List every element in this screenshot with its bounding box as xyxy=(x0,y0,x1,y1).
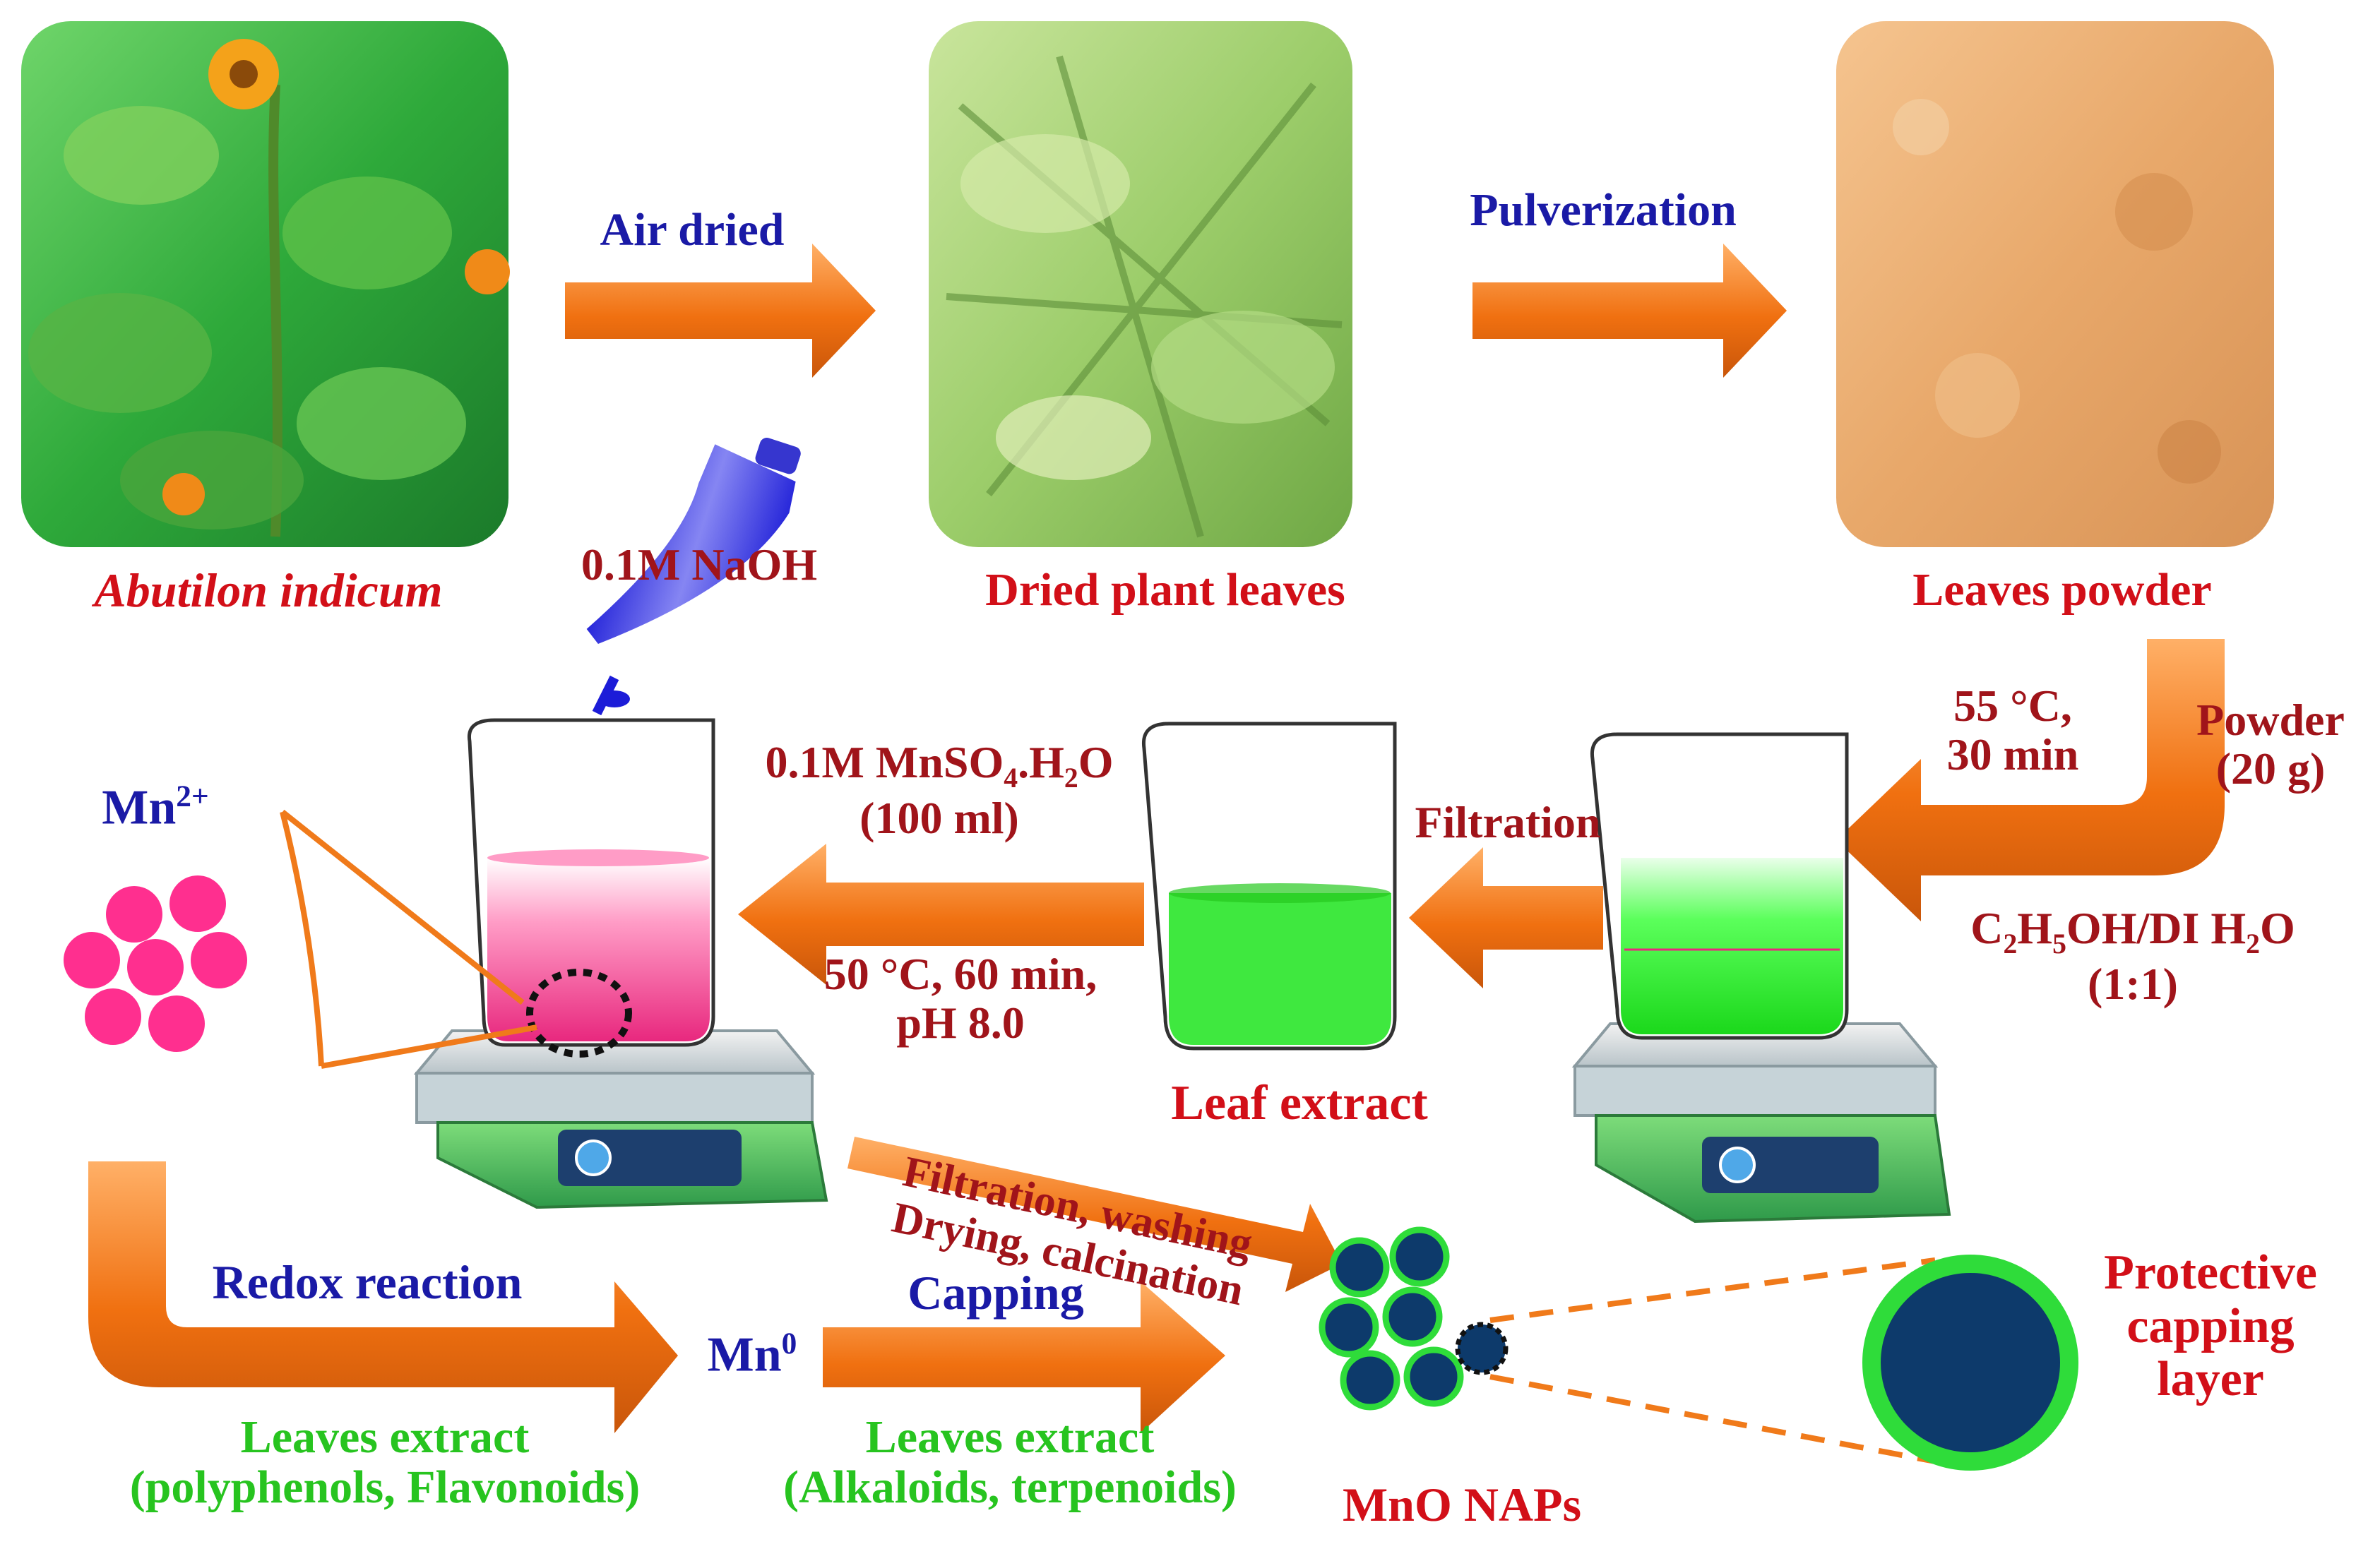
solvent-sub-1: 2 xyxy=(2003,928,2018,959)
solvent-line-1: C2H5OH/DI H2O xyxy=(1970,903,2295,959)
solvent-line-2: (1:1) xyxy=(2088,958,2178,1009)
powder-amount: Powder (20 g) xyxy=(2172,695,2369,793)
extract-1-line-1: Leaves extract xyxy=(240,1411,530,1463)
extract-1-line-2: (polyphenols, Flavonoids) xyxy=(129,1461,641,1514)
arrow-to-reaction xyxy=(738,844,1144,985)
extract-2: Leaves extract (Alkaloids, terpenoids) xyxy=(734,1412,1285,1513)
solvent-o: O xyxy=(2260,903,2295,953)
leaf-extract-beaker xyxy=(1141,722,1397,1051)
arrow-powder-to-beaker xyxy=(1836,639,2225,921)
mn2-charge: 2+ xyxy=(176,779,209,813)
mn0-state: 0 xyxy=(781,1327,797,1360)
redox-label: Redox reaction xyxy=(212,1255,523,1309)
mn0-symbol: Mn xyxy=(707,1327,782,1382)
plant-caption: Abutilon indicum xyxy=(94,563,443,617)
layer-line-3: layer xyxy=(2157,1352,2264,1407)
conditions-line-2: pH 8.0 xyxy=(896,998,1025,1048)
pulverization-label: Pulverization xyxy=(1470,184,1737,236)
reaction-conditions: 50 °C, 60 min, pH 8.0 xyxy=(770,950,1151,1047)
mnso4-label: 0.1M MnSO4.H2O (100 ml) xyxy=(727,738,1151,842)
mn2-symbol: Mn xyxy=(102,780,177,835)
extract-2-line-2: (Alkaloids, terpenoids) xyxy=(783,1461,1237,1514)
zoom-wedge xyxy=(280,809,537,1069)
mn2-label: Mn2+ xyxy=(78,780,233,835)
product-label: MnO NAPs xyxy=(1342,1478,1582,1531)
mnso4-line-1: 0.1M MnSO4.H2O xyxy=(765,737,1114,793)
dried-caption: Dried plant leaves xyxy=(985,564,1345,616)
mno-nap-cluster xyxy=(1319,1226,1464,1411)
air-dried-label: Air dried xyxy=(600,204,785,256)
layer-line-1: Protective xyxy=(2104,1245,2317,1300)
powder-photo xyxy=(1836,21,2274,547)
separating-funnel xyxy=(586,437,801,716)
nap-zoom-lines xyxy=(1489,1257,1936,1464)
dried-leaves-photo xyxy=(929,21,1352,547)
conditions-line-1: 50 °C, 60 min, xyxy=(823,949,1097,999)
mn0-label: Mn0 xyxy=(696,1327,809,1382)
extraction-beaker xyxy=(1590,732,1849,1040)
solvent-sub-3: 2 xyxy=(2246,928,2260,959)
time-line-1: 30 min xyxy=(1946,729,2079,780)
arrow-filtration xyxy=(1409,847,1603,988)
mnso4-formula: 0.1M MnSO xyxy=(765,737,1004,787)
nap-zoom-target xyxy=(1455,1322,1509,1375)
solvent-h: H xyxy=(2017,903,2053,953)
mnso4-o: O xyxy=(1078,737,1114,787)
powder-line-2: (20 g) xyxy=(2215,743,2326,794)
extraction-stirrer xyxy=(1571,1022,1951,1224)
solvent-sub-2: 5 xyxy=(2052,928,2066,959)
reaction-beaker xyxy=(467,718,715,1058)
arrow-pulverization xyxy=(1472,244,1787,378)
filtration-label: Filtration xyxy=(1415,797,1601,847)
mnso4-sub-2: 2 xyxy=(1064,762,1078,794)
powder-line-1: Powder xyxy=(2196,695,2345,745)
capped-nanoparticle xyxy=(1862,1255,2078,1471)
powder-caption: Leaves powder xyxy=(1912,564,2212,616)
arrow-capping xyxy=(823,1281,1225,1433)
arrow-to-naps xyxy=(847,1137,1342,1292)
solvent-c: C xyxy=(1970,903,2004,953)
mnso4-sub: 4 xyxy=(1004,762,1018,794)
extract-1: Leaves extract (polyphenols, Flavonoids) xyxy=(64,1412,706,1513)
solvent-oh: OH/DI H xyxy=(2066,903,2247,953)
capping-label: Capping xyxy=(908,1266,1084,1320)
reaction-stirrer xyxy=(413,1029,828,1209)
mnso4-h: .H xyxy=(1018,737,1064,787)
arrow-redox xyxy=(88,1161,678,1433)
leaf-extract-caption: Leaf extract xyxy=(1171,1076,1428,1130)
capping-layer-label: Protective capping layer xyxy=(2069,1246,2352,1406)
mn2-ion-cluster xyxy=(64,875,247,1052)
solvent-label: C2H5OH/DI H2O (1:1) xyxy=(1907,904,2359,1008)
arrow-air-dried xyxy=(565,244,876,378)
extract-2-line-1: Leaves extract xyxy=(865,1411,1155,1463)
plant-photo xyxy=(21,21,510,547)
mnso4-volume: (100 ml) xyxy=(859,792,1019,843)
extraction-temp: 55 °C, 30 min xyxy=(1907,681,2119,779)
layer-line-2: capping xyxy=(2126,1298,2295,1353)
naoh-label: 0.1M NaOH xyxy=(581,539,818,590)
temp-line-1: 55 °C, xyxy=(1953,681,2072,731)
